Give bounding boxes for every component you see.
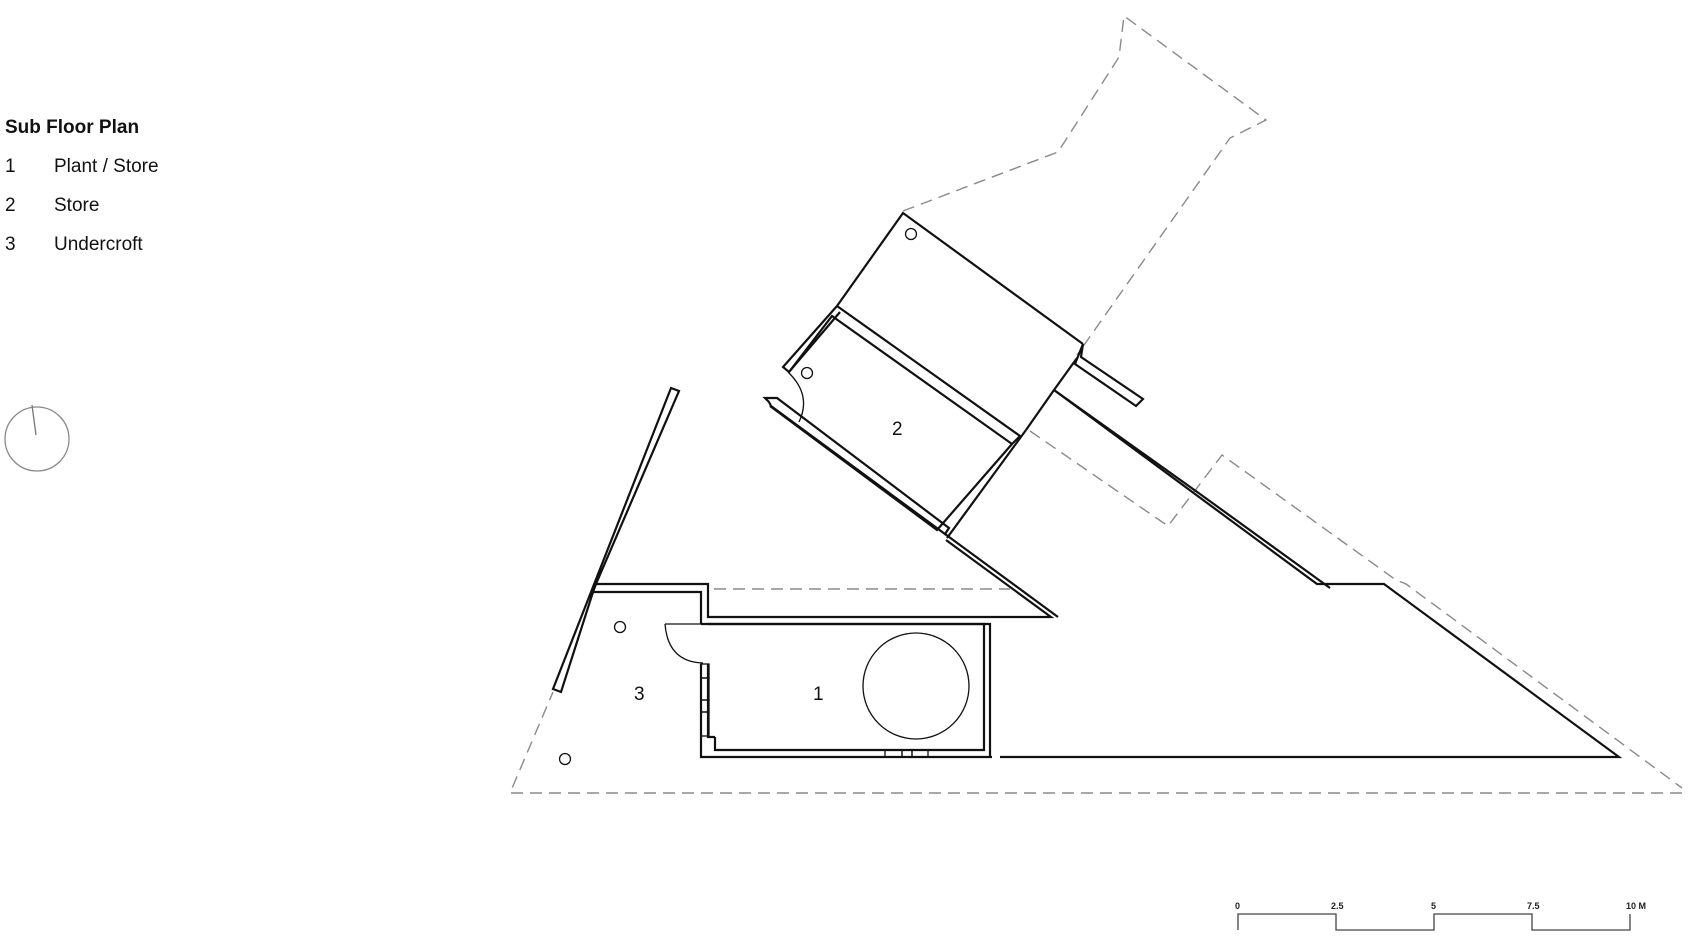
legend: Sub Floor Plan 1 Plant / Store 2 Store 3… (5, 117, 159, 273)
legend-item-label: Store (54, 195, 100, 216)
legend-item: 3 Undercroft (5, 234, 159, 256)
plant-store-room (664, 622, 992, 759)
store-building (762, 211, 1331, 618)
legend-item: 2 Store (5, 195, 159, 217)
legend-item-number: 1 (5, 156, 16, 177)
scale-tick-7-5: 7.5 (1527, 901, 1540, 911)
dashed-outline-above (508, 14, 1683, 794)
legend-item-label: Undercroft (54, 234, 143, 255)
left-angled-wall (551, 386, 1055, 694)
scale-tick-0: 0 (1235, 901, 1240, 911)
compass-north-icon (4, 404, 70, 472)
legend-item-number: 3 (5, 234, 16, 255)
plan-title: Sub Floor Plan (5, 117, 140, 138)
legend-item-number: 2 (5, 195, 16, 216)
right-triangle-wall (1000, 389, 1623, 759)
scale-tick-2-5: 2.5 (1331, 901, 1344, 911)
legend-item-label: Plant / Store (54, 156, 159, 177)
scale-tick-5: 5 (1431, 901, 1436, 911)
room-label-3: 3 (634, 684, 645, 705)
undercroft-columns (558, 620, 627, 766)
room-label-1: 1 (813, 684, 824, 705)
scale-bar: 0 2.5 5 7.5 10 M (1235, 901, 1646, 931)
room-label-2: 2 (892, 419, 903, 440)
legend-item: 1 Plant / Store (5, 156, 159, 178)
scale-tick-10m: 10 M (1626, 901, 1646, 911)
